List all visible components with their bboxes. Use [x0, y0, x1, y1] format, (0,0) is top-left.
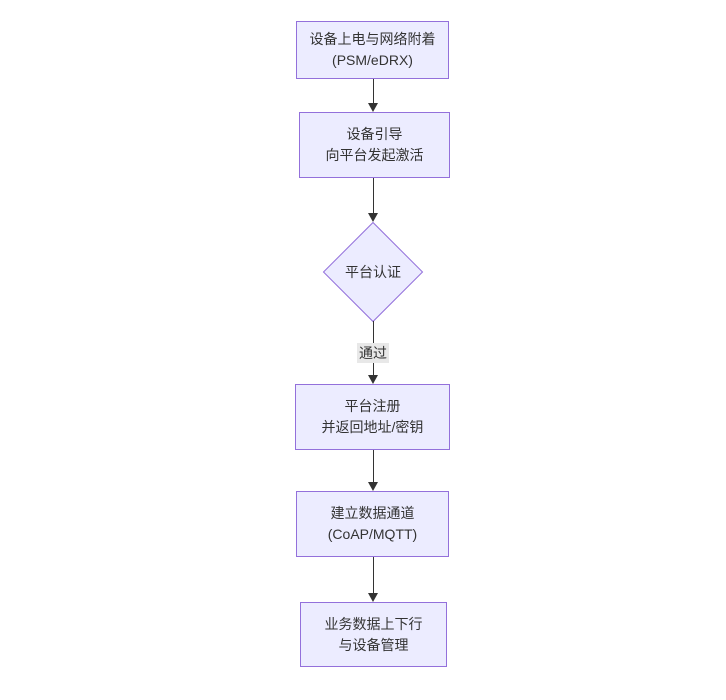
edge-power-to-bootstrap — [368, 79, 378, 112]
flow-node-auth-decision: 平台认证 — [322, 221, 424, 323]
node-label-line: 向平台发起激活 — [325, 147, 424, 163]
arrowhead-down-icon — [368, 482, 378, 491]
node-label-line: 设备引导 — [346, 126, 403, 142]
arrowhead-down-icon — [368, 103, 378, 112]
flow-node-bootstrap: 设备引导 向平台发起激活 — [299, 112, 450, 178]
flow-node-data-channel: 建立数据通道 (CoAP/MQTT) — [296, 491, 449, 557]
edge-channel-to-business — [368, 557, 378, 602]
edge-bootstrap-to-auth — [368, 178, 378, 222]
node-label-line: 并返回地址/密钥 — [321, 419, 424, 435]
flow-node-register: 平台注册 并返回地址/密钥 — [295, 384, 450, 450]
arrowhead-down-icon — [368, 375, 378, 384]
arrow-line — [372, 450, 374, 482]
edge-label-pass: 通过 — [357, 343, 389, 363]
arrow-line — [372, 178, 374, 213]
node-label-line: (PSM/eDRX) — [332, 52, 413, 68]
node-label-line: (CoAP/MQTT) — [327, 526, 418, 542]
edge-register-to-channel — [368, 450, 378, 491]
arrowhead-down-icon — [368, 593, 378, 602]
node-label-line: 平台认证 — [345, 263, 401, 280]
node-label-line: 设备上电与网络附着 — [309, 31, 436, 47]
arrow-line — [372, 557, 374, 593]
node-label-line: 平台注册 — [344, 398, 401, 414]
node-label-line: 与设备管理 — [338, 636, 409, 653]
flow-node-business: 业务数据上下行 与设备管理 — [300, 602, 447, 667]
arrow-line — [372, 79, 374, 103]
node-label-line: 业务数据上下行 — [324, 615, 423, 632]
flow-node-power-attach: 设备上电与网络附着 (PSM/eDRX) — [296, 21, 449, 79]
arrowhead-down-icon — [368, 213, 378, 222]
node-label-line: 建立数据通道 — [330, 505, 415, 521]
